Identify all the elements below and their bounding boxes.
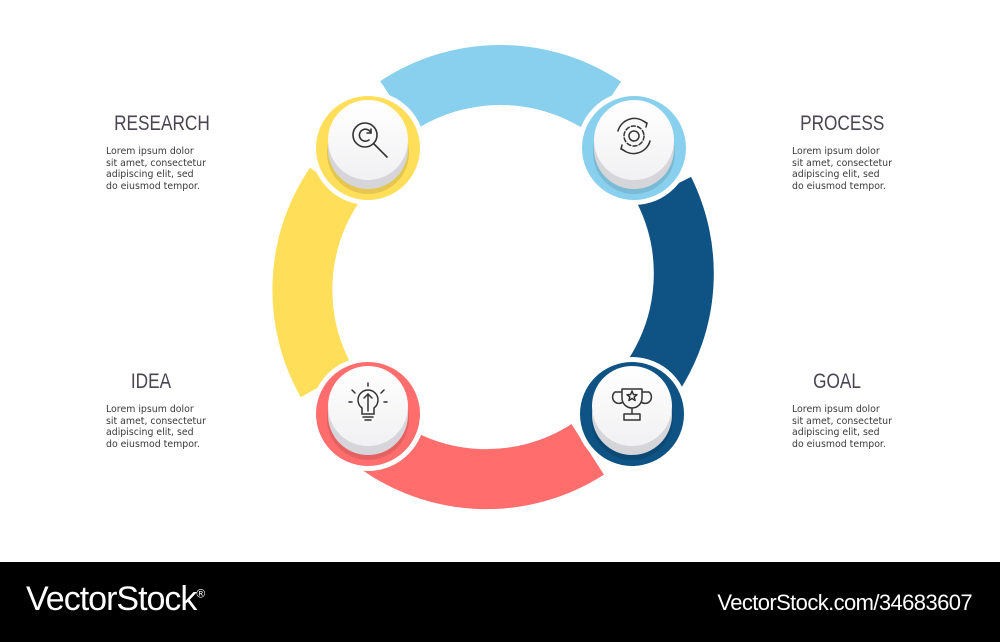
- step-goal-text: GOAL Lorem ipsum dolor sit amet, consect…: [792, 370, 942, 450]
- step-process-desc: Lorem ipsum dolor sit amet, consectetur …: [792, 146, 942, 192]
- trophy-icon: [611, 388, 653, 421]
- step-idea-desc: Lorem ipsum dolor sit amet, consectetur …: [106, 404, 256, 450]
- image-id: VectorStock.com/34683607: [717, 590, 972, 615]
- desc-line: do eiusmod tempor.: [792, 438, 886, 450]
- desc-line: adipiscing elit, sed: [792, 169, 880, 181]
- step-idea-text: IDEA Lorem ipsum dolor sit amet, consect…: [106, 370, 256, 450]
- step-research-text: RESEARCH Lorem ipsum dolor sit amet, con…: [106, 112, 256, 192]
- magnifier-refresh-icon: [352, 122, 388, 158]
- desc-line: Lorem ipsum dolor: [106, 146, 194, 157]
- desc-line: do eiusmod tempor.: [106, 438, 200, 450]
- desc-line: Lorem ipsum dolor: [792, 146, 880, 157]
- arc-process-to-goal: [627, 176, 714, 393]
- desc-line: adipiscing elit, sed: [106, 427, 194, 439]
- gear-cycle-icon: [617, 117, 651, 155]
- node-research: [311, 91, 425, 205]
- desc-line: adipiscing elit, sed: [106, 169, 194, 181]
- desc-line: sit amet, consectetur: [792, 157, 892, 169]
- node-process: [577, 91, 691, 205]
- arc-idea-to-research: [272, 167, 360, 398]
- cycle-ring: [272, 44, 714, 510]
- brand-name: VectorStock: [26, 580, 197, 618]
- step-research-desc: Lorem ipsum dolor sit amet, consectetur …: [106, 146, 256, 192]
- desc-line: sit amet, consectetur: [792, 415, 892, 427]
- desc-line: Lorem ipsum dolor: [792, 404, 880, 415]
- vectorstock-logo: VectorStock®: [26, 580, 205, 619]
- desc-line: sit amet, consectetur: [106, 157, 206, 169]
- desc-line: Lorem ipsum dolor: [106, 404, 194, 415]
- desc-line: sit amet, consectetur: [106, 415, 206, 427]
- lightbulb-icon: [348, 382, 388, 421]
- cycle-infographic: RESEARCH Lorem ipsum dolor sit amet, con…: [106, 44, 942, 510]
- desc-line: do eiusmod tempor.: [792, 180, 886, 192]
- desc-line: do eiusmod tempor.: [106, 180, 200, 192]
- desc-line: adipiscing elit, sed: [792, 427, 880, 439]
- step-goal-title: GOAL: [813, 370, 861, 393]
- node-idea: [311, 357, 425, 471]
- node-goal: [575, 357, 689, 471]
- step-idea-title: IDEA: [130, 370, 172, 393]
- step-process-text: PROCESS Lorem ipsum dolor sit amet, cons…: [792, 112, 942, 192]
- arc-research-to-process: [380, 44, 622, 132]
- step-research-title: RESEARCH: [114, 112, 210, 135]
- watermark-footer: VectorStock® VectorStock.com/34683607: [0, 562, 1000, 642]
- registered-mark: ®: [196, 586, 205, 601]
- step-goal-desc: Lorem ipsum dolor sit amet, consectetur …: [792, 404, 942, 450]
- step-process-title: PROCESS: [800, 112, 885, 135]
